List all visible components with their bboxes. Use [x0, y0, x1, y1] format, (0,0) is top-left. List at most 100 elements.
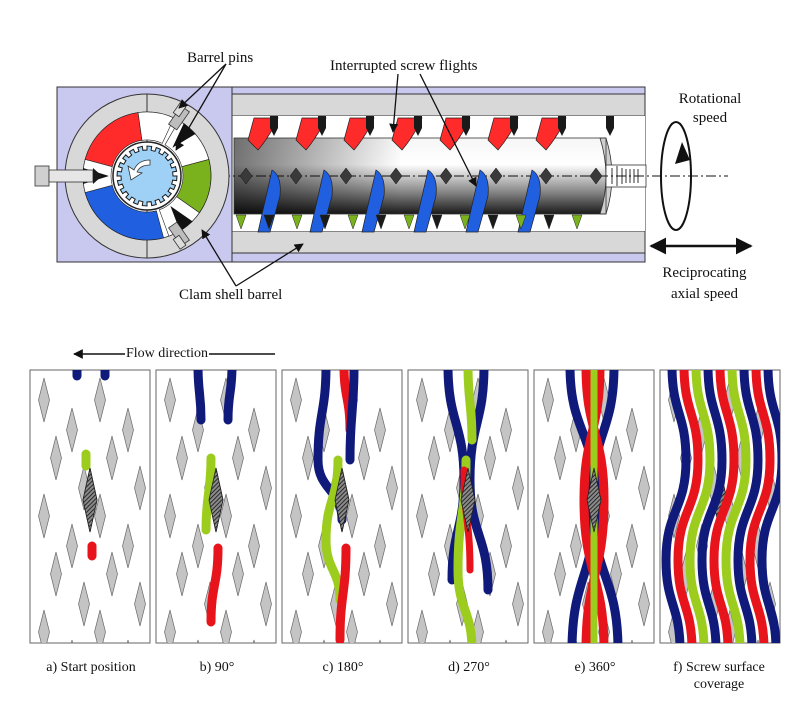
- clam-shell-end-view: [34, 93, 230, 259]
- pin-0-4-0: [38, 609, 50, 643]
- label-reciprocating-line2: axial speed: [670, 286, 739, 302]
- axis-pin-7: [589, 167, 603, 185]
- pin-0-3-1: [78, 581, 90, 627]
- pin-4-2-3: [626, 523, 638, 569]
- pin-1-1-3: [260, 465, 272, 511]
- top-pin-1: [318, 116, 326, 136]
- rotation-arrow-icon: [127, 159, 151, 181]
- bottom-pin-1: [263, 214, 275, 230]
- red-track-2b: [335, 543, 351, 643]
- pin-1-4-1: [196, 639, 200, 643]
- pin-1-3-0: [176, 551, 188, 597]
- axis-pin-0: [239, 167, 253, 185]
- pin-1-1-2: [232, 435, 244, 481]
- pin-4-2-1: [570, 523, 582, 569]
- panel-content-0: [38, 370, 146, 643]
- bottom-pin-5: [375, 214, 387, 230]
- pin-1-4-2: [220, 609, 232, 643]
- pin-2-0-3: [374, 407, 386, 453]
- axis-pin-1: [289, 167, 303, 185]
- axis-pin-5: [489, 167, 503, 185]
- panel-1: [155, 369, 277, 644]
- pin-0-2-0: [38, 493, 50, 539]
- panel-0: [29, 369, 151, 644]
- red-track-4a: [581, 370, 609, 643]
- panel-4: [533, 369, 655, 644]
- pin-2-2-2: [346, 493, 358, 539]
- pin-2-4-3: [378, 639, 382, 643]
- blue-flight-2: [361, 169, 385, 233]
- pin-2-2-0: [290, 493, 302, 539]
- coverage-track-4: [709, 370, 739, 643]
- pin-0-3-3: [134, 581, 146, 627]
- bottom-pin-2: [291, 214, 303, 230]
- caption-f-line1: f) Screw surface: [673, 660, 765, 675]
- pin-4-1-3: [638, 465, 650, 511]
- blue-track-1b: [223, 370, 237, 425]
- label-rotational-line2: speed: [692, 110, 728, 126]
- barrel-pin-bottom: [168, 221, 190, 250]
- label-barrel-pins: Barrel pins: [187, 50, 254, 66]
- top-pin-7: [606, 116, 614, 136]
- coverage-track-1: [673, 370, 703, 643]
- pin-0-4-1: [70, 639, 74, 643]
- coverage-track-6: [733, 370, 763, 643]
- pin-1-2-2: [220, 493, 232, 539]
- center-pin-top-2: [334, 467, 350, 533]
- pin-4-4-0: [542, 609, 554, 643]
- caption-d: d) 270°: [448, 660, 490, 675]
- panel-content-4: [542, 370, 650, 643]
- axis-pin-6: [539, 167, 553, 185]
- panel-content-5: [661, 370, 780, 643]
- bottom-pin-7: [431, 214, 443, 230]
- panel-5: [659, 369, 781, 644]
- panel-content-2: [290, 370, 398, 643]
- bottom-pin-0: [235, 214, 247, 230]
- pin-0-0-0: [38, 377, 50, 423]
- pin-4-1-0: [554, 435, 566, 481]
- bottom-pin-8: [459, 214, 471, 230]
- pin-2-1-0: [302, 435, 314, 481]
- pin-1-3-2: [232, 551, 244, 597]
- pin-0-0-3: [122, 407, 134, 453]
- pin-0-1-3: [134, 465, 146, 511]
- pin-1-3-3: [260, 581, 272, 627]
- kneader-assembly: [34, 63, 753, 287]
- center-pin-top-1: [208, 467, 224, 533]
- side-bolt: [34, 165, 102, 187]
- pin-3-1-2: [484, 435, 496, 481]
- top-pin-2: [366, 116, 374, 136]
- pin-0-3-0: [50, 551, 62, 597]
- end-sector-white-top: [137, 111, 175, 144]
- label-clam-shell-barrel: Clam shell barrel: [179, 287, 283, 303]
- top-pin-0: [270, 116, 278, 136]
- blue-flight-0: [257, 169, 281, 233]
- pin-3-3-3: [512, 581, 524, 627]
- pin-3-4-0: [416, 609, 428, 643]
- pin-0-2-2: [94, 493, 106, 539]
- pin-1-0-0: [164, 377, 176, 423]
- bottom-pin-4: [347, 214, 359, 230]
- pin-0-4-2: [94, 609, 106, 643]
- pin-2-4-1: [322, 639, 326, 643]
- callout-arrows: [175, 63, 477, 287]
- center-pin-top-3: [460, 467, 476, 533]
- barrel-upper-wall: [231, 93, 646, 117]
- blue-flight-3: [413, 169, 437, 233]
- blue-flight-1: [309, 169, 333, 233]
- coverage-track-2: [685, 370, 715, 643]
- label-flow-direction: Flow direction: [125, 345, 210, 362]
- pin-1-4-0: [164, 609, 176, 643]
- coverage-track-8: [757, 370, 780, 643]
- coverage-track-0: [661, 370, 691, 643]
- pin-2-4-2: [346, 609, 358, 643]
- pin-2-4-0: [290, 609, 302, 643]
- panel-content-3: [416, 370, 524, 643]
- panel-3: [407, 369, 529, 644]
- bottom-pin-9: [487, 214, 499, 230]
- caption-e: e) 360°: [574, 660, 616, 675]
- bottom-pin-3: [319, 214, 331, 230]
- pin-3-3-0: [428, 551, 440, 597]
- pin-0-1-0: [50, 435, 62, 481]
